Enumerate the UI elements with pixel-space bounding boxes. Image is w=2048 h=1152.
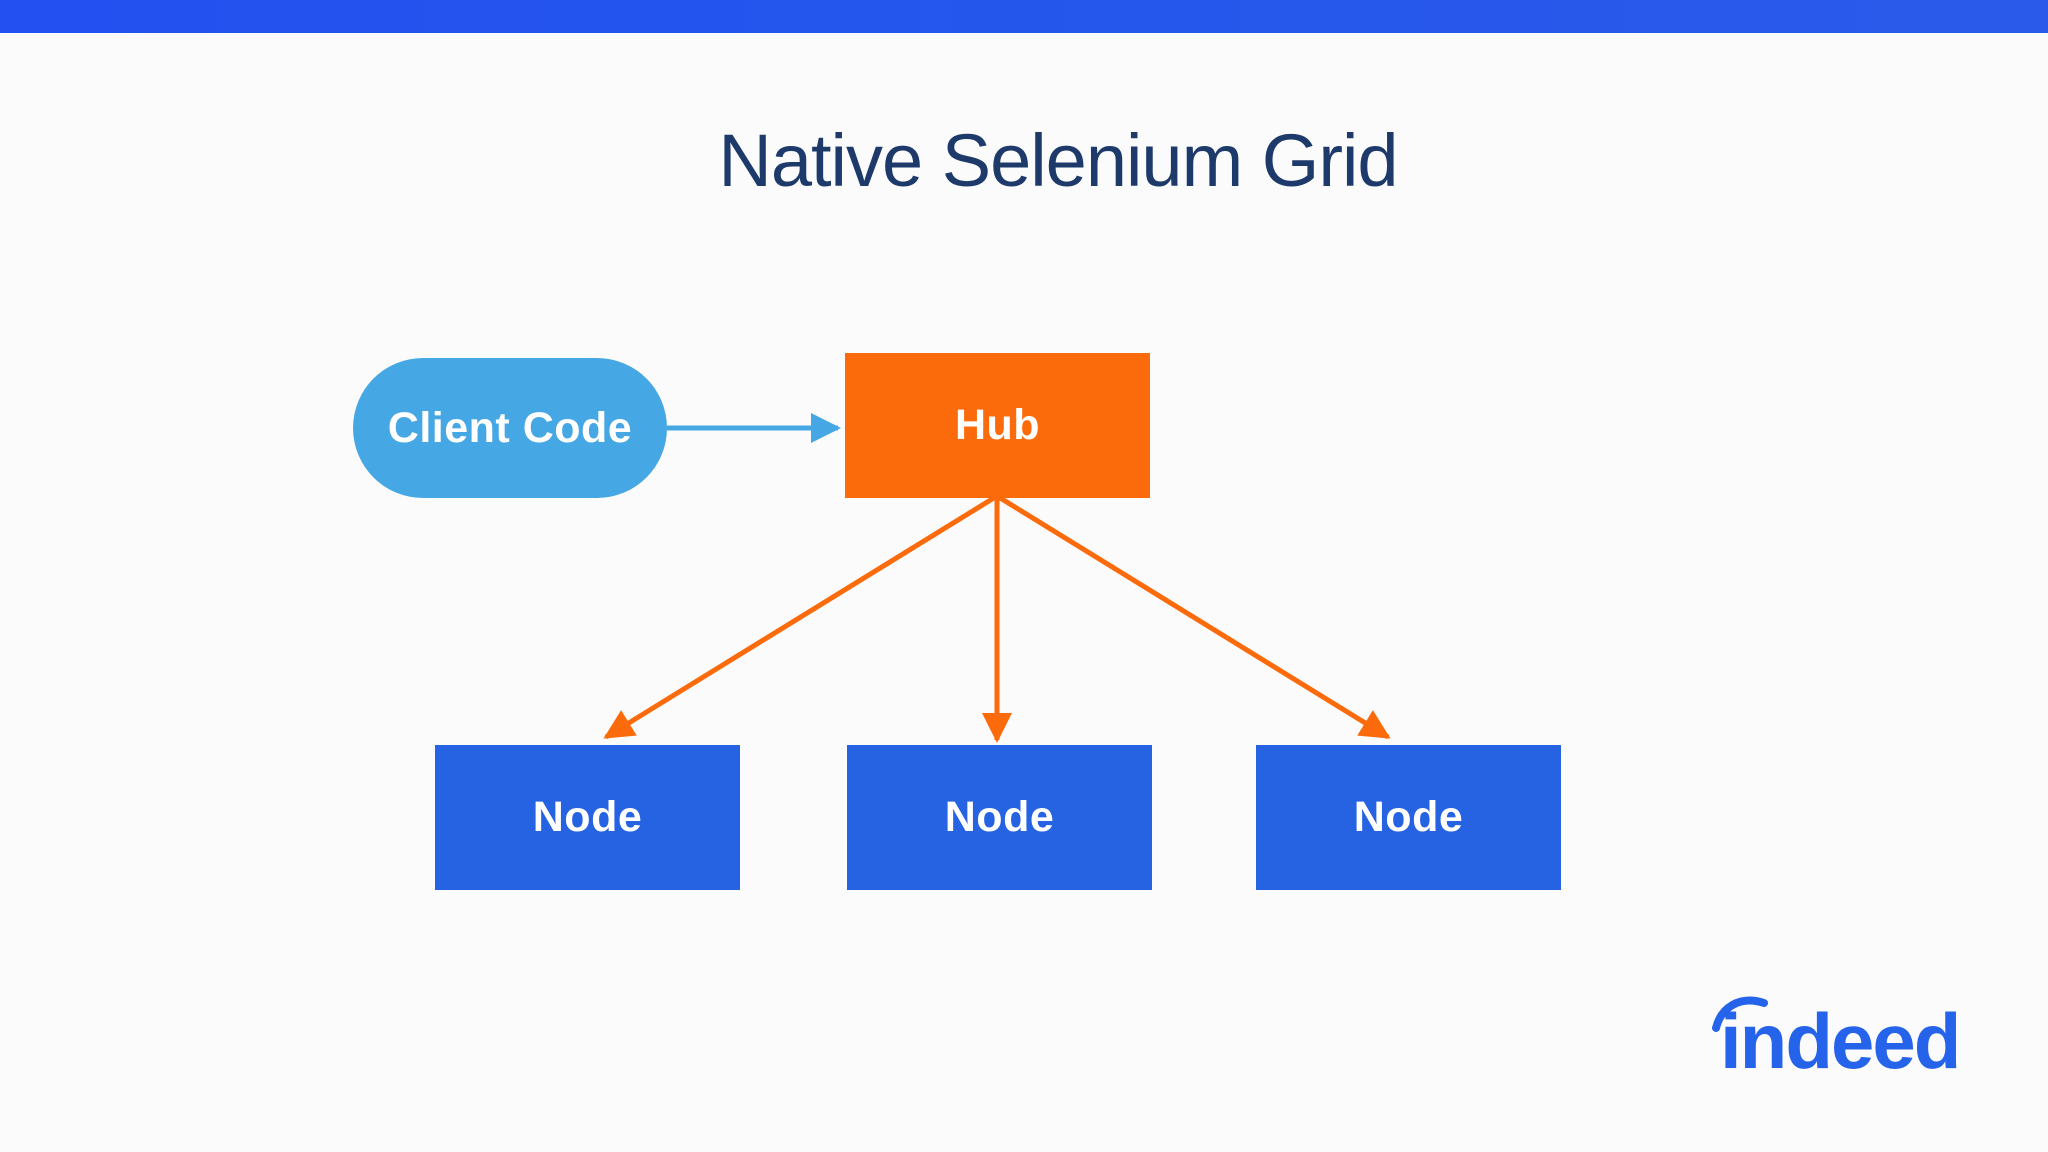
- node-shape-3: Node: [1256, 745, 1561, 890]
- node-label: Node: [1353, 793, 1464, 841]
- node-label: Node: [532, 793, 643, 841]
- edge-hub-to-node1: [603, 493, 999, 740]
- hub-shape: Hub: [845, 353, 1150, 498]
- node-label: Node: [944, 793, 1055, 841]
- edge-hub-to-node3: [995, 493, 1391, 740]
- indeed-logo-text: indeed: [1720, 997, 1959, 1085]
- indeed-logo: indeed: [1712, 996, 1961, 1085]
- indeed-logo-arc-icon: [1712, 996, 1768, 1032]
- node-shape-1: Node: [435, 745, 740, 890]
- node-shape-2: Node: [847, 745, 1152, 890]
- slide-title: Native Selenium Grid: [718, 119, 1398, 202]
- hub-label: Hub: [954, 401, 1041, 449]
- top-accent-bar: [0, 0, 2048, 33]
- client-code-shape: Client Code: [353, 358, 667, 498]
- client-code-label: Client Code: [387, 403, 633, 452]
